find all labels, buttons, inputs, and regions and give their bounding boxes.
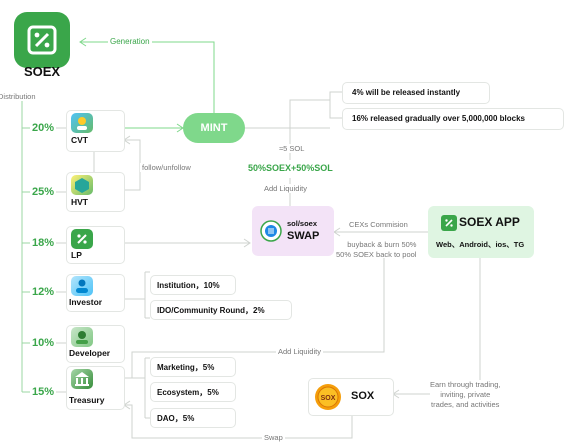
pool-ratio-label: 50%SOEX+50%SOL: [246, 163, 335, 173]
lp-icon: [71, 229, 93, 249]
alloc-pct-lp: 18%: [32, 237, 55, 249]
treasury-item-dao: DAO，5%: [150, 408, 236, 428]
svg-text:SOX: SOX: [321, 395, 336, 402]
release-instant-text: 4% will be released instantly: [352, 88, 461, 97]
treasury-item-ecosystem: Ecosystem，5%: [150, 382, 236, 402]
swap-pair: sol/soex: [287, 219, 318, 228]
edge-cex-label: CEXs Commision: [348, 220, 409, 229]
treasury-icon: [71, 369, 93, 389]
swap-icon: [260, 220, 282, 242]
alloc-pct-cvt: 20%: [32, 122, 55, 134]
treasury-item-dao-text: DAO，5%: [157, 414, 195, 423]
release-gradual: 16% released gradually over 5,000,000 bl…: [342, 108, 564, 130]
node-investor: Investor: [66, 274, 125, 312]
investor-item-ido-text: IDO/Community Round，2%: [157, 306, 265, 315]
soex-app-title: SOEX APP: [459, 215, 520, 229]
edge-generation-label: Generation: [108, 37, 152, 46]
edge-sol-label: ≈5 SOL: [279, 144, 305, 153]
node-lp-label: LP: [71, 250, 82, 260]
hvt-icon: [71, 175, 93, 195]
soex-logo-icon: [27, 25, 57, 55]
alloc-pct-treasury: 15%: [32, 386, 55, 398]
node-mint: MINT: [183, 113, 245, 143]
treasury-item-ecosystem-text: Ecosystem，5%: [157, 388, 219, 397]
sox-title: SOX: [351, 390, 375, 402]
node-sox: SOX SOX: [308, 378, 394, 416]
treasury-item-marketing: Marketing，5%: [150, 357, 236, 377]
edge-earn-label: Earn through trading, inviting, private …: [430, 380, 501, 410]
node-treasury-label: Treasury: [69, 395, 105, 405]
node-hvt-label: HVT: [71, 197, 88, 207]
soex-title: SOEX: [23, 64, 61, 79]
node-investor-label: Investor: [69, 297, 103, 307]
swap-title: SWAP: [287, 230, 320, 242]
node-swap: sol/soex SWAP: [252, 206, 334, 256]
node-cvt: CVT: [66, 110, 125, 152]
release-gradual-text: 16% released gradually over 5,000,000 bl…: [352, 114, 525, 123]
investor-item-ido: IDO/Community Round，2%: [150, 300, 292, 320]
soex-app-icon: [441, 215, 457, 231]
edge-add-liquidity-top: Add Liquidity: [262, 184, 309, 193]
alloc-pct-developer: 10%: [32, 337, 55, 349]
cvt-icon: [71, 113, 93, 133]
edge-buyback-label: buyback & burn 50% 50% SOEX back to pool: [336, 240, 417, 259]
node-soex-app: SOEX APP Web、Android、ios、TG: [428, 206, 534, 258]
investor-item-institution-text: Institution，10%: [157, 281, 220, 290]
treasury-item-marketing-text: Marketing，5%: [157, 363, 215, 372]
sox-coin-icon: SOX: [315, 384, 341, 410]
edge-add-liquidity-bottom: Add Liquidity: [276, 347, 323, 356]
edge-follow-label: follow/unfollow: [140, 163, 193, 172]
node-treasury: Treasury: [66, 366, 125, 410]
node-lp: LP: [66, 226, 125, 264]
investor-icon: [71, 276, 93, 296]
alloc-pct-investor: 12%: [32, 286, 55, 298]
node-hvt: HVT: [66, 172, 125, 212]
soex-logo: [14, 12, 70, 68]
developer-icon: [71, 327, 93, 347]
alloc-pct-hvt: 25%: [32, 186, 55, 198]
node-developer: Developer: [66, 325, 125, 363]
node-cvt-label: CVT: [71, 135, 88, 145]
node-developer-label: Developer: [69, 348, 111, 358]
soex-app-platforms: Web、Android、ios、TG: [436, 240, 525, 249]
release-instant: 4% will be released instantly: [342, 82, 490, 104]
edge-swap-label: Swap: [262, 433, 285, 442]
edge-distribution-label: Distribution: [0, 92, 36, 101]
investor-item-institution: Institution，10%: [150, 275, 236, 295]
